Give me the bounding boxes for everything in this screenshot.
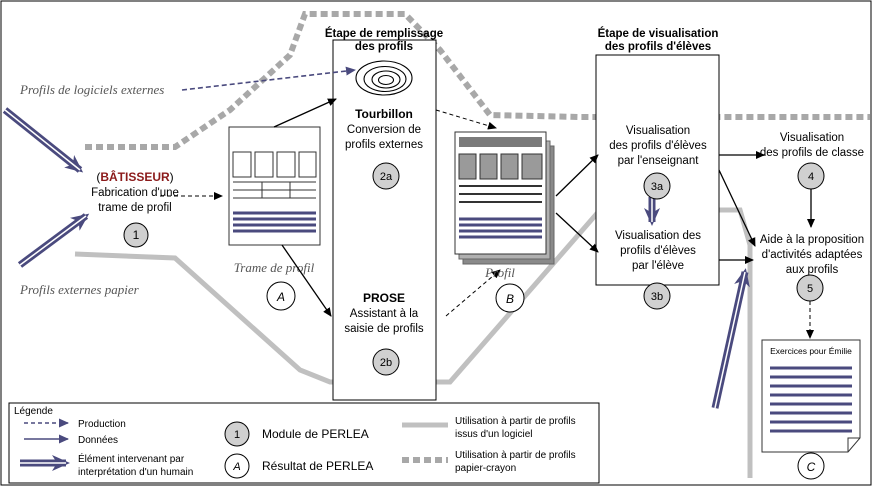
legend-box (8, 402, 600, 484)
legend: Légende Production Données Élément inter… (8, 402, 600, 484)
spiral-icon (355, 60, 413, 96)
module-badge-3b (643, 282, 671, 310)
result-badge-b (495, 283, 525, 313)
teacher-to-activities-arrow (718, 169, 756, 247)
activities-line3: aux profils (786, 264, 839, 276)
legend-human-line1: Élément intervenant par (78, 452, 185, 465)
viewing-stage-title: Étape de visualisation des profils d'élè… (598, 27, 719, 53)
module-badge-2a (372, 162, 400, 190)
prose-name: PROSE (363, 291, 405, 305)
trame-document-icon (228, 126, 321, 246)
trame-label: Trame de profil (234, 260, 315, 275)
legend-software-line2: issus d'un logiciel (455, 429, 533, 440)
legend-human-line2: interprétation d'un humain (78, 467, 193, 478)
result-badge-c-letter: C (807, 460, 816, 474)
software-to-tourbillon-arrow (181, 66, 356, 91)
batisseur-close-paren: ) (170, 170, 174, 184)
module-badge-1 (123, 222, 149, 248)
external-software-profiles-label: Profils de logiciels externes (19, 82, 164, 97)
prose-to-profil-arrow (445, 269, 501, 317)
viewing-stage-box (595, 54, 720, 286)
student-view-line2: profils d'élèves (620, 245, 696, 257)
filling-stage-box (332, 39, 437, 401)
module-badge-1-number: 1 (133, 228, 140, 242)
tourbillon-line2: profils externes (345, 139, 423, 151)
batisseur-line1: Fabrication d'une (91, 187, 179, 199)
result-badge-a-letter: A (276, 290, 285, 304)
module-badge-4-number: 4 (808, 171, 814, 183)
result-badge-b-letter: B (506, 292, 514, 306)
prose-line2: saisie de profils (344, 323, 424, 335)
legend-title: Légende (14, 406, 53, 417)
module-badge-2b-number: 2b (380, 357, 392, 369)
legend-paper-line1: Utilisation à partir de profils (455, 450, 576, 461)
activities-line2: d'activités adaptées (762, 249, 863, 261)
legend-module-badge-number: 1 (234, 429, 240, 441)
teacher-view-line2: des profils d'élèves (609, 140, 707, 152)
profil-document-icon (454, 131, 555, 265)
module-badge-5-number: 5 (807, 283, 813, 295)
module-badge-3b-number: 3b (651, 291, 663, 303)
module-badge-3a (643, 172, 671, 200)
legend-production-label: Production (78, 419, 126, 430)
software-use-path (74, 207, 753, 478)
filling-stage-title: Étape de remplissage des profils (325, 27, 443, 53)
viewing-stage-title-line1: Étape de visualisation (598, 27, 719, 40)
profil-to-student-view-arrow (555, 212, 599, 253)
teacher-view-line3: par l'enseignant (618, 155, 700, 167)
teacher-view-line1: Visualisation (626, 125, 690, 137)
trame-to-prose-arrow (281, 244, 332, 317)
human-arrows (2, 107, 750, 409)
exercises-document-icon (761, 339, 861, 453)
student-view-line1: Visualisation des (615, 230, 701, 242)
legend-module-label: Module de PERLEA (262, 427, 369, 441)
tourbillon-line1: Conversion de (347, 124, 421, 136)
batisseur-title: (BÂTISSEUR) (96, 169, 173, 184)
external-paper-profiles-label: Profils externes papier (19, 282, 140, 297)
batisseur-line2: trame de profil (98, 202, 172, 214)
legend-result-badge (224, 453, 250, 479)
filling-stage-title-line1: Étape de remplissage (325, 27, 443, 40)
paper-use-path (85, 11, 870, 150)
exercises-title: Exercices pour Émilie (770, 346, 852, 356)
prose-line1: Assistant à la (350, 308, 419, 320)
result-badge-a (266, 281, 296, 311)
legend-software-line1: Utilisation à partir de profils (455, 416, 576, 427)
class-view-line1: Visualisation (780, 132, 844, 144)
legend-result-label: Résultat de PERLEA (262, 459, 373, 473)
tourbillon-to-profil-arrow (435, 109, 497, 130)
profil-to-teacher-view-arrow (555, 154, 599, 197)
legend-donnees-label: Données (78, 435, 118, 446)
filling-stage-title-line2: des profils (355, 41, 413, 53)
class-view-line2: des profils de classe (760, 147, 864, 159)
batisseur-open-paren: ( (96, 170, 100, 184)
module-badge-2b (372, 348, 400, 376)
student-view-line3: par l'élève (632, 260, 684, 272)
tourbillon-name: Tourbillon (355, 107, 413, 121)
result-badge-c (797, 452, 825, 480)
legend-result-badge-letter: A (232, 461, 240, 473)
module-badge-3a-number: 3a (651, 181, 664, 193)
activities-line1: Aide à la proposition (760, 234, 864, 246)
legend-paper-line2: papier-crayon (455, 463, 516, 474)
profil-label: Profil (484, 265, 515, 280)
trame-to-tourbillon-arrow (273, 98, 337, 128)
viewing-stage-title-line2: des profils d'élèves (605, 41, 711, 53)
legend-module-badge (224, 421, 250, 447)
module-badge-2a-number: 2a (380, 171, 393, 183)
batisseur-name: BÂTISSEUR (100, 169, 170, 184)
